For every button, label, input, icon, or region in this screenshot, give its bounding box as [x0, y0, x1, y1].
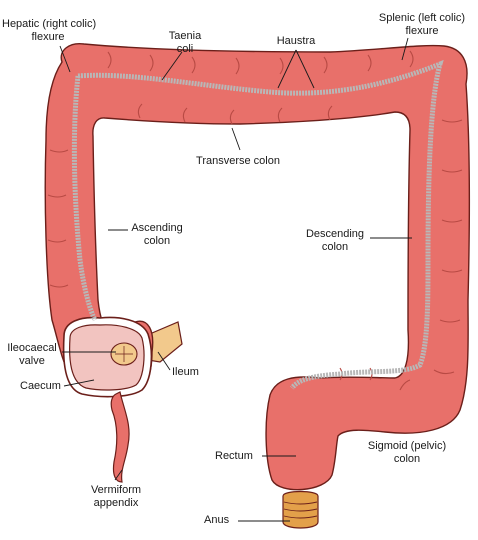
- label-vermiform-appendix-line2: appendix: [93, 497, 139, 509]
- label-rectum: Rectum: [215, 450, 253, 462]
- label-sigmoid-colon-line2: colon: [393, 453, 421, 465]
- appendix-shape: [110, 391, 130, 483]
- label-haustra: Haustra: [276, 35, 316, 47]
- label-ascending-colon: Ascending colon: [124, 222, 190, 248]
- label-ileocaecal-valve-line2: valve: [19, 355, 45, 367]
- label-splenic-flexure-line2: flexure: [405, 25, 439, 37]
- label-taenia-coli: Taenia coli: [160, 30, 210, 56]
- label-sigmoid-colon-line1: Sigmoid (pelvic): [367, 440, 447, 452]
- label-hepatic-flexure-line2: flexure: [31, 31, 65, 43]
- caecum-cutaway: [62, 316, 153, 398]
- taenia-coli-band: [71, 59, 444, 390]
- label-taenia-coli-line2: coli: [176, 43, 194, 55]
- pointer-lines: [59, 37, 412, 522]
- label-descending-colon-line2: colon: [321, 241, 349, 253]
- label-caecum: Caecum: [20, 380, 61, 392]
- label-ascending-colon-line1: Ascending: [131, 222, 183, 234]
- label-anus: Anus: [204, 514, 230, 526]
- label-ascending-colon-line2: colon: [143, 235, 171, 247]
- label-descending-colon-line1: Descending: [305, 228, 365, 240]
- label-ileocaecal-valve-line1: Ileocaecal: [7, 342, 57, 354]
- label-hepatic-flexure: Hepatic (right colic) flexure: [2, 18, 97, 44]
- label-descending-colon: Descending colon: [298, 228, 372, 254]
- anus-shape: [282, 490, 319, 529]
- label-hepatic-flexure-line1: Hepatic (right colic): [2, 18, 97, 30]
- label-ileum: Ileum: [172, 366, 199, 378]
- colon-body: [44, 43, 471, 491]
- label-vermiform-appendix-line1: Vermiform: [90, 484, 142, 496]
- label-splenic-flexure-line1: Splenic (left colic): [378, 12, 466, 24]
- label-sigmoid-colon: Sigmoid (pelvic) colon: [352, 440, 462, 466]
- label-vermiform-appendix: Vermiform appendix: [84, 484, 148, 510]
- label-ileocaecal-valve: Ileocaecal valve: [0, 342, 64, 368]
- label-taenia-coli-line1: Taenia: [168, 30, 202, 42]
- ileocaecal-valve-shape: [110, 342, 138, 366]
- label-transverse-colon: Transverse colon: [196, 155, 280, 167]
- label-splenic-flexure: Splenic (left colic) flexure: [370, 12, 474, 38]
- haustra-folds: [47, 50, 463, 391]
